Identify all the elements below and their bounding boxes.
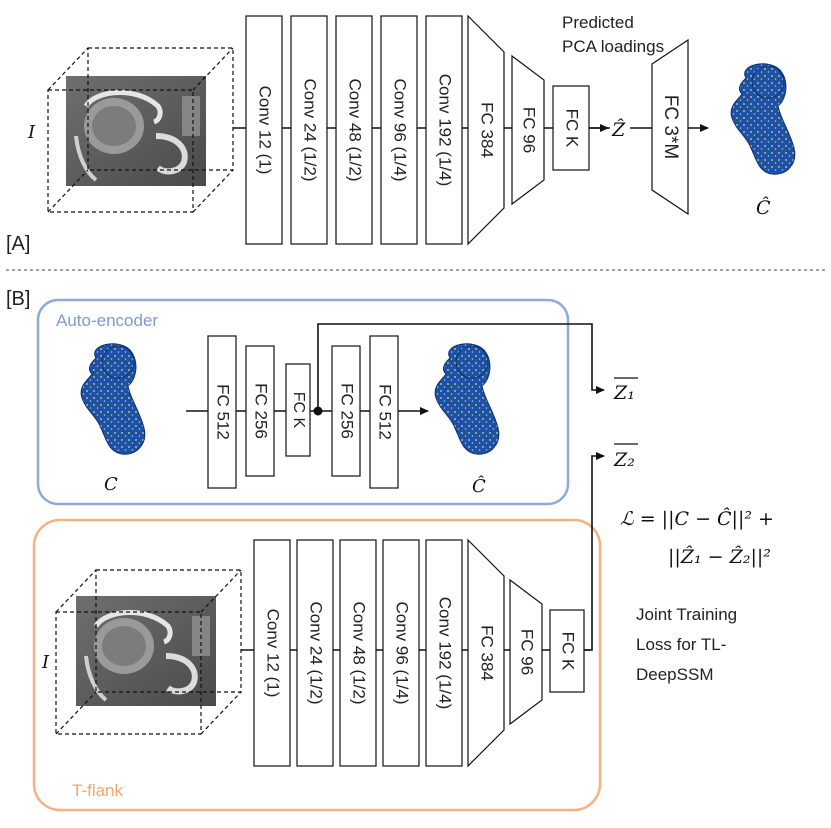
conv-layer-b-4 [382,539,420,767]
output-symbol-a: Ĉ [756,196,771,219]
panel-a-tag: [A] [6,233,30,255]
panel-a: I Conv 12 (1) Conv 24 (1/2) Conv 48 (1/2… [6,13,796,255]
input-volume-a [47,47,234,213]
fc-k-b [549,609,585,693]
ae-fc-k-label: FC K [290,392,307,429]
femur-output-b [434,343,500,455]
volume-front-face-b [55,611,202,735]
fc-384-b-label: FC 384 [478,625,497,681]
ct-slice-image-b [76,596,216,706]
ae-fc-256-dec-label: FC 256 [338,383,357,439]
conv-layer-a-4 [380,15,418,245]
loss-formula-line2: ||Ẑ₁ − Ẑ₂||² [668,545,771,568]
fc-384-b [467,538,505,768]
fc-3m-a-label: FC 3*M [660,95,681,159]
ae-fc-512-enc-label: FC 512 [214,384,233,440]
fc-k-a [552,85,590,171]
caption-line-2: Loss for TL- [636,635,726,654]
conv-layer-b-4-label: Conv 96 (1/4) [393,602,412,705]
fc-k-b-label: FC K [559,632,578,671]
caption-line-3: DeepSSM [636,665,713,684]
input-symbol-a: I [27,122,36,143]
z-hat-a: Ẑ [611,118,626,141]
conv-layer-a-5 [425,15,463,245]
ae-fc-512-enc [207,335,237,489]
conv-layer-a-2-label: Conv 24 (1/2) [301,79,320,182]
conv-layer-a-3-label: Conv 48 (1/2) [346,79,365,182]
input-volume-b [55,569,242,735]
fc-96-a-label: FC 96 [520,107,539,153]
femur-output-a [730,63,796,175]
conv-layer-b-5-label: Conv 192 (1/4) [436,597,455,709]
conv-stack-b: Conv 12 (1) Conv 24 (1/2) Conv 48 (1/2) … [253,539,463,767]
conv-layer-a-3 [335,15,373,245]
loss-formula-line1: ℒ = ||C − Ĉ||² + [620,507,774,530]
pca-caption-line1: Predicted [562,13,634,32]
conv-layer-a-2 [290,15,328,245]
panel-b-tag: [B] [6,288,30,310]
conv-layer-a-4-label: Conv 96 (1/4) [391,79,410,182]
fc-k-a-label: FC K [563,109,582,148]
volume-front-face-a [47,89,194,213]
conv-layer-b-5 [425,539,463,767]
conv-layer-b-2 [296,539,334,767]
autoencoder-input-symbol: C [104,474,118,495]
ae-fc-512-dec [369,335,399,489]
fc-96-a [511,54,545,206]
conv-layer-a-1-label: Conv 12 (1) [256,86,275,175]
ae-fc-256-enc [245,345,275,477]
fc-96-b-label: FC 96 [518,629,537,675]
fc-384-a-label: FC 384 [478,102,497,158]
tflank-input-symbol: I [41,652,50,673]
pca-caption-line2: PCA loadings [562,37,664,56]
conv-layer-b-3-label: Conv 48 (1/2) [350,602,369,705]
caption-line-1: Joint Training [636,605,737,624]
panel-b: [B] Auto-encoder C FC 512 FC 256 FC K FC… [6,288,774,812]
fc-384-a [467,14,505,246]
conv-layer-a-1 [245,15,283,245]
ae-fc-k [285,363,311,457]
ae-fc-256-enc-label: FC 256 [252,383,271,439]
ae-fc-256-dec [331,345,361,477]
conv-stack-a: Conv 12 (1) Conv 24 (1/2) Conv 48 (1/2) … [245,15,463,245]
z2-label: Z₂ [613,449,635,471]
conv-layer-b-1 [253,539,291,767]
conv-layer-b-1-label: Conv 12 (1) [264,609,283,698]
volume-back-face-a [87,47,234,171]
tflank-title: T-flank [72,781,124,800]
autoencoder-title: Auto-encoder [56,311,158,330]
fc-96-b [509,578,543,726]
ae-fc-512-dec-label: FC 512 [376,384,395,440]
volume-back-face-b [95,569,242,693]
z1-route [317,323,605,411]
conv-layer-a-5-label: Conv 192 (1/4) [436,74,455,186]
femur-input-b [80,343,146,455]
conv-layer-b-3 [339,539,377,767]
z1-label: Z₁ [613,382,635,404]
fc-3m-a [651,38,689,216]
autoencoder-output-symbol: Ĉ [472,474,486,497]
tflank-container [32,518,602,812]
z2-route [584,452,605,651]
autoencoder-container [36,298,570,506]
conv-layer-b-2-label: Conv 24 (1/2) [307,602,326,705]
